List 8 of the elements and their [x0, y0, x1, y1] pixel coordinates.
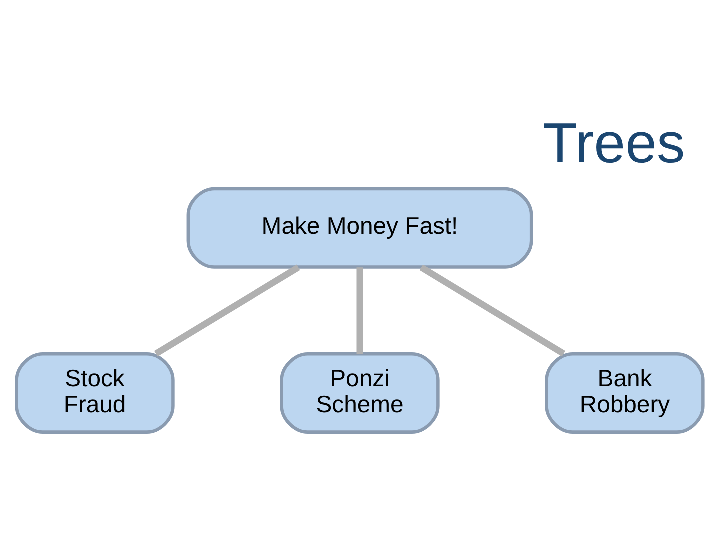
connector: [154, 264, 300, 356]
node-box: Bank Robbery: [545, 352, 705, 434]
diagram-title: Trees: [542, 111, 686, 174]
node-box: Ponzi Scheme: [280, 352, 440, 434]
node-box: Stock Fraud: [15, 352, 175, 434]
connector: [356, 267, 364, 354]
connector: [420, 264, 566, 356]
node-box: Make Money Fast!: [186, 186, 534, 268]
